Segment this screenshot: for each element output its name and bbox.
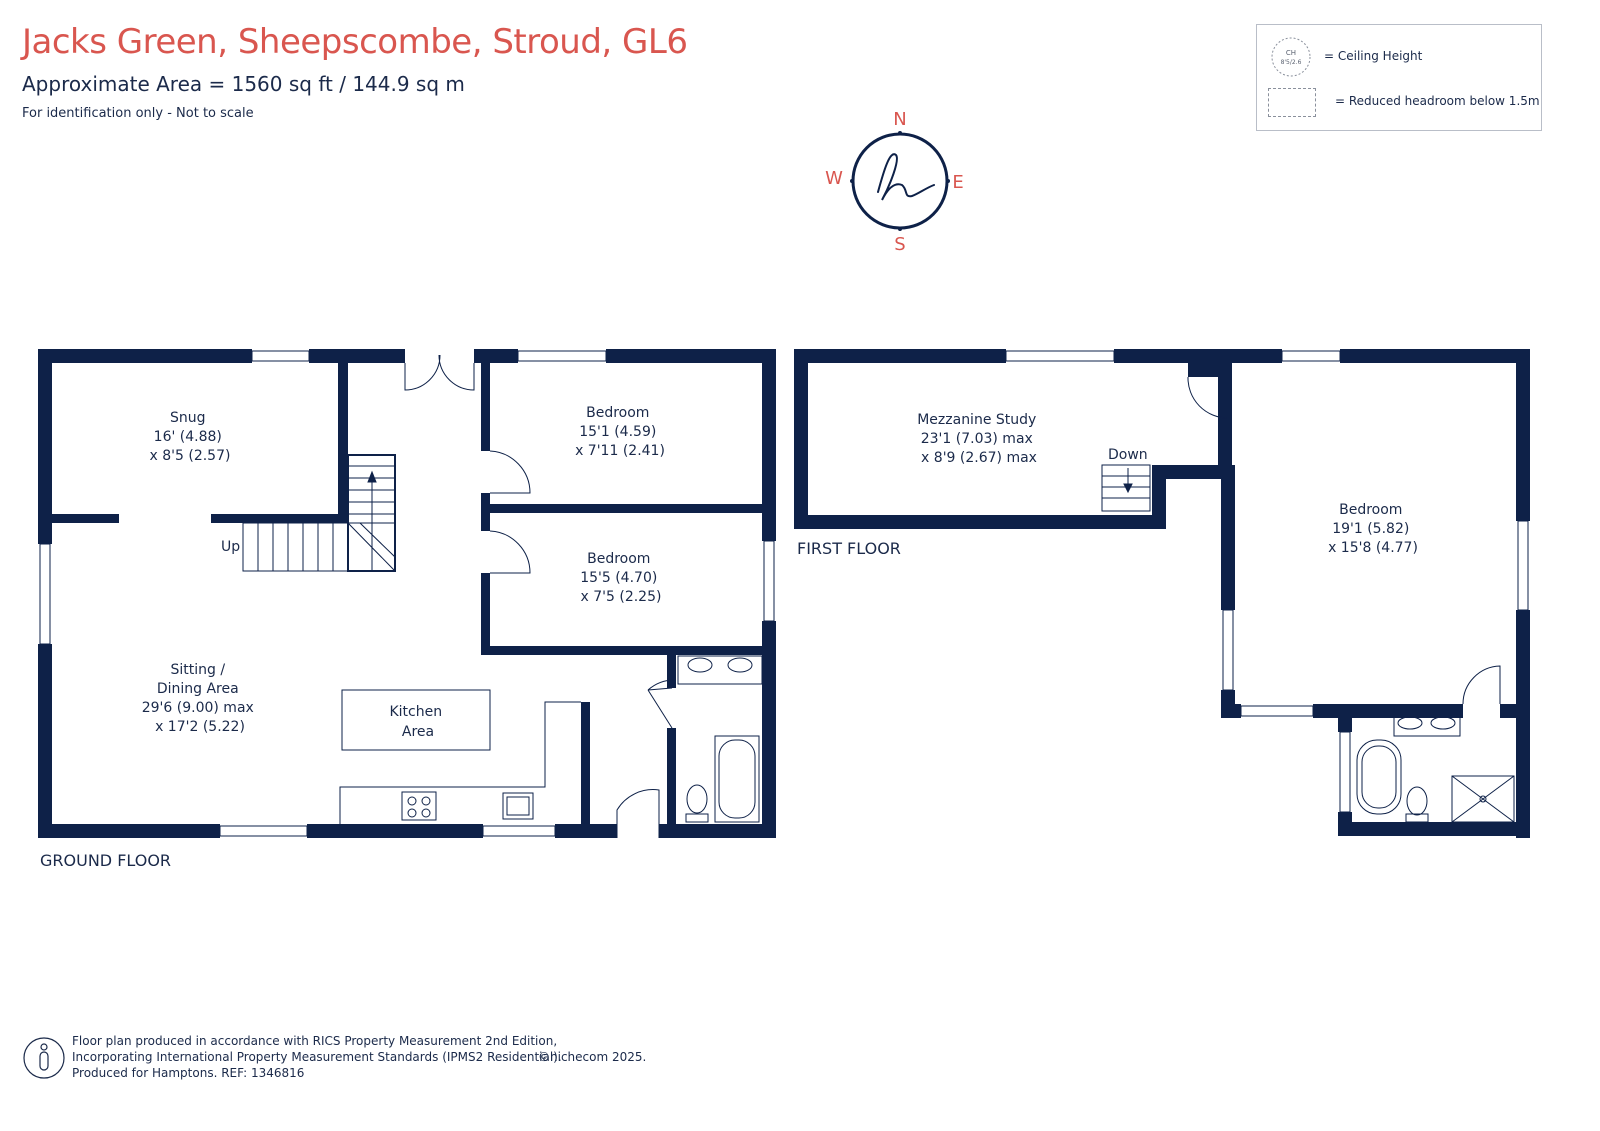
bedroom2-name: Bedroom <box>587 551 650 567</box>
snug-dim-1: 16' (4.88) <box>154 429 222 445</box>
bedroom1-dim-2: x 7'11 (2.41) <box>575 443 665 459</box>
person-icon <box>23 1037 65 1079</box>
footer-line-3: Produced for Hamptons. REF: 1346816 <box>72 1066 305 1080</box>
study-dim-1: 23'1 (7.03) max <box>921 431 1033 447</box>
svg-text:Bedroom 15'5 (4.70): Bedroom 15'5 (4.70) x 7'5 (2.25) <box>580 551 662 605</box>
svg-text:Bedroom 19'1 (5.82): Bedroom 19'1 (5.82) x 15'8 (4.77) <box>1328 502 1418 556</box>
svg-text:Bedroom 15'1 (4.59): Bedroom 15'1 (4.59) x 7'11 (2.41) <box>575 405 665 459</box>
svg-text:Mezzanine Study 23'1 (7.: Mezzanine Study 23'1 (7.03) max x 8'9 (2… <box>917 412 1041 466</box>
first-floor-label: FIRST FLOOR <box>797 539 901 558</box>
approximate-area: Approximate Area = 1560 sq ft / 144.9 sq… <box>22 72 465 96</box>
footer-line-1: Floor plan produced in accordance with R… <box>72 1034 558 1048</box>
ff-bedroom-name: Bedroom <box>1339 502 1402 518</box>
footer: Floor plan produced in accordance with R… <box>22 1034 722 1096</box>
kitchen-name-2: Area <box>402 724 434 740</box>
svg-text:Sitting / Dining Area: Sitting / Dining Area 29'6 (9.00) max x … <box>142 662 259 735</box>
ceiling-height-badge-top: CH <box>1286 49 1296 57</box>
bedroom2-dim-2: x 7'5 (2.25) <box>581 589 662 605</box>
bedroom2-dim-1: 15'5 (4.70) <box>580 570 657 586</box>
ceiling-height-icon: CH 8'5/2.6 <box>1271 37 1311 77</box>
ground-floor-label: GROUND FLOOR <box>40 851 171 870</box>
page-title: Jacks Green, Sheepscombe, Stroud, GL6 <box>22 22 688 62</box>
footer-line-2: Incorporating International Property Mea… <box>72 1050 562 1064</box>
stairs-down-label: Down <box>1108 447 1148 463</box>
svg-text:Snug 16' (4.88) x: Snug 16' (4.88) x 8'5 (2.57) <box>150 410 231 464</box>
compass-west: W <box>825 168 843 189</box>
first-floor-plan: Mezzanine Study 23'1 (7.03) max x 8'9 (2… <box>794 349 1530 838</box>
stairs-up-label: Up <box>221 539 240 555</box>
study-name: Mezzanine Study <box>917 412 1036 428</box>
sitting-name-1: Sitting / <box>170 662 225 678</box>
legend-box: CH 8'5/2.6 = Ceiling Height = Reduced he… <box>1256 24 1542 131</box>
ff-bedroom-dim-1: 19'1 (5.82) <box>1332 521 1409 537</box>
legend-ceiling-height: = Ceiling Height <box>1324 49 1423 63</box>
sitting-dim-1: 29'6 (9.00) max <box>142 700 254 716</box>
ground-floor-plan: Snug 16' (4.88) x 8'5 (2.57) Bedroom 15'… <box>38 349 776 870</box>
bedroom1-name: Bedroom <box>586 405 649 421</box>
bedroom1-dim-1: 15'1 (4.59) <box>579 424 656 440</box>
svg-text:Kitchen Area: Kitchen Area <box>389 704 446 740</box>
reduced-headroom-icon <box>1268 88 1316 117</box>
snug-name: Snug <box>170 410 206 426</box>
footer-copyright: ©nichecom 2025. <box>538 1050 647 1064</box>
kitchen-name-1: Kitchen <box>389 704 442 720</box>
compass: N E S W <box>825 109 964 255</box>
legend-reduced-headroom: = Reduced headroom below 1.5m <box>1335 94 1540 108</box>
compass-east: E <box>952 172 963 193</box>
snug-dim-2: x 8'5 (2.57) <box>150 448 231 464</box>
sitting-dim-2: x 17'2 (5.22) <box>155 719 245 735</box>
compass-north: N <box>893 109 906 130</box>
compass-logo-icon <box>877 153 935 201</box>
ceiling-height-badge-bottom: 8'5/2.6 <box>1281 59 1302 66</box>
ff-bedroom-dim-2: x 15'8 (4.77) <box>1328 540 1418 556</box>
study-dim-2: x 8'9 (2.67) max <box>921 450 1037 466</box>
compass-south: S <box>894 234 905 255</box>
identification-note: For identification only - Not to scale <box>22 106 254 121</box>
sitting-name-2: Dining Area <box>157 681 239 697</box>
